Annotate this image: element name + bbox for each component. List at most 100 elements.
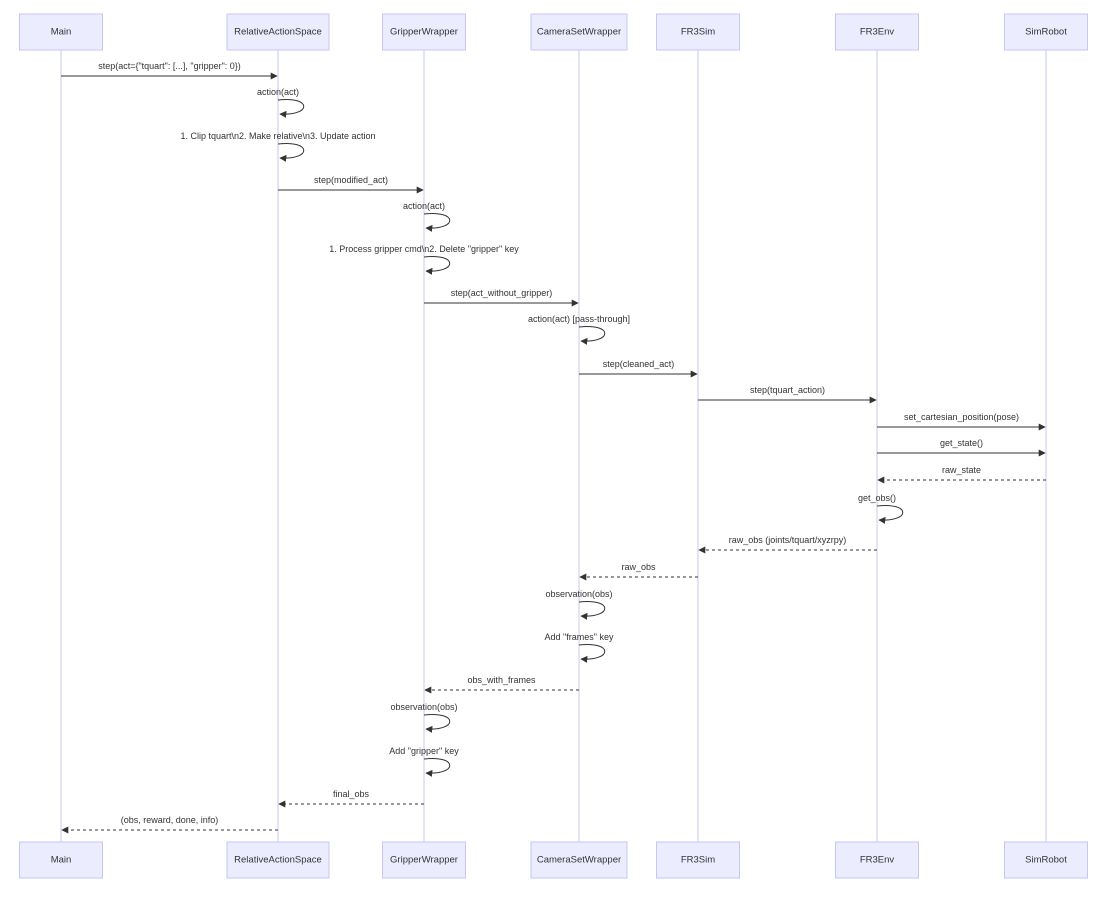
message-2: 1. Clip tquart\n2. Make relative\n3. Upd… bbox=[180, 131, 376, 162]
actor-csw-bottom: CameraSetWrapper bbox=[530, 841, 628, 879]
message-label: final_obs bbox=[333, 789, 370, 799]
actor-box bbox=[382, 841, 466, 879]
actor-ras-bottom: RelativeActionSpace bbox=[226, 841, 330, 879]
message-label: Add "gripper" key bbox=[389, 746, 459, 756]
actor-label: RelativeActionSpace bbox=[234, 855, 322, 866]
message-5: 1. Process gripper cmd\n2. Delete "gripp… bbox=[329, 244, 519, 275]
actor-label: CameraSetWrapper bbox=[537, 855, 621, 866]
self-message-arrow bbox=[578, 600, 606, 620]
self-message-arrow bbox=[423, 757, 451, 777]
actor-main-top: Main bbox=[19, 13, 103, 51]
message-label: raw_obs (joints/tquart/xyzrpy) bbox=[729, 535, 847, 545]
actor-fr3env-bottom: FR3Env bbox=[835, 841, 919, 879]
message-1: action(act) bbox=[257, 87, 305, 118]
actor-label: FR3Sim bbox=[681, 855, 715, 866]
self-message-arrow bbox=[277, 98, 305, 118]
actor-box bbox=[19, 13, 103, 51]
message-label: (obs, reward, done, info) bbox=[121, 815, 219, 825]
message-4: action(act) bbox=[403, 201, 451, 232]
self-message-arrow bbox=[423, 713, 451, 733]
lifelines bbox=[60, 50, 1047, 842]
actor-main-bottom: Main bbox=[19, 841, 103, 879]
message-label: set_cartesian_position(pose) bbox=[904, 412, 1019, 422]
self-message-arrow bbox=[423, 212, 451, 232]
message-label: step(cleaned_act) bbox=[603, 359, 675, 369]
messages: step(act={"tquart": [...], "gripper": 0}… bbox=[61, 61, 1046, 834]
actor-label: FR3Sim bbox=[681, 27, 715, 38]
self-message-arrow bbox=[876, 504, 904, 524]
message-3: step(modified_act) bbox=[278, 175, 424, 194]
message-label: observation(obs) bbox=[390, 702, 457, 712]
actor-fr3sim-top: FR3Sim bbox=[656, 13, 740, 51]
self-message-arrow bbox=[423, 255, 451, 275]
actor-box bbox=[656, 841, 740, 879]
actor-label: CameraSetWrapper bbox=[537, 27, 621, 38]
message-9: step(tquart_action) bbox=[698, 385, 877, 404]
self-message-arrow bbox=[578, 643, 606, 663]
actor-label: GripperWrapper bbox=[390, 27, 458, 38]
self-message-arrow bbox=[277, 142, 305, 162]
message-label: observation(obs) bbox=[545, 589, 612, 599]
message-label: get_state() bbox=[940, 438, 983, 448]
actor-box bbox=[530, 13, 628, 51]
actor-box bbox=[226, 841, 330, 879]
actor-box bbox=[835, 841, 919, 879]
message-7: action(act) [pass-through] bbox=[528, 314, 630, 345]
message-13: get_obs() bbox=[858, 493, 904, 524]
actor-simrobot-bottom: SimRobot bbox=[1004, 841, 1088, 879]
actor-box bbox=[382, 13, 466, 51]
actor-label: RelativeActionSpace bbox=[234, 27, 322, 38]
message-8: step(cleaned_act) bbox=[579, 359, 698, 378]
message-label: obs_with_frames bbox=[467, 675, 536, 685]
actor-label: Main bbox=[51, 27, 72, 38]
actor-gw-bottom: GripperWrapper bbox=[382, 841, 466, 879]
actor-box bbox=[656, 13, 740, 51]
message-label: action(act) bbox=[257, 87, 299, 97]
message-21: final_obs bbox=[278, 789, 424, 808]
message-label: raw_state bbox=[942, 465, 981, 475]
actor-simrobot-top: SimRobot bbox=[1004, 13, 1088, 51]
message-17: Add "frames" key bbox=[545, 632, 614, 663]
message-18: obs_with_frames bbox=[424, 675, 579, 694]
actors-bottom: Main RelativeActionSpace GripperWrapper Cam… bbox=[19, 841, 1088, 879]
actor-box bbox=[226, 13, 330, 51]
message-label: step(modified_act) bbox=[314, 175, 388, 185]
actor-fr3env-top: FR3Env bbox=[835, 13, 919, 51]
actor-ras-top: RelativeActionSpace bbox=[226, 13, 330, 51]
message-label: 1. Clip tquart\n2. Make relative\n3. Upd… bbox=[180, 131, 375, 141]
message-label: 1. Process gripper cmd\n2. Delete "gripp… bbox=[329, 244, 519, 254]
actor-label: GripperWrapper bbox=[390, 855, 458, 866]
message-label: step(act_without_gripper) bbox=[451, 288, 553, 298]
message-label: raw_obs bbox=[621, 562, 656, 572]
message-20: Add "gripper" key bbox=[389, 746, 459, 777]
message-label: step(act={"tquart": [...], "gripper": 0}… bbox=[98, 61, 241, 71]
message-14: raw_obs (joints/tquart/xyzrpy) bbox=[698, 535, 877, 554]
message-22: (obs, reward, done, info) bbox=[61, 815, 278, 834]
message-16: observation(obs) bbox=[545, 589, 613, 620]
actor-box bbox=[1004, 13, 1088, 51]
message-12: raw_state bbox=[877, 465, 1046, 484]
actor-gw-top: GripperWrapper bbox=[382, 13, 466, 51]
message-11: get_state() bbox=[877, 438, 1046, 457]
actor-box bbox=[530, 841, 628, 879]
message-10: set_cartesian_position(pose) bbox=[877, 412, 1046, 431]
message-label: Add "frames" key bbox=[545, 632, 614, 642]
actor-label: SimRobot bbox=[1025, 855, 1067, 866]
actor-label: FR3Env bbox=[860, 27, 895, 38]
actor-label: FR3Env bbox=[860, 855, 895, 866]
actor-csw-top: CameraSetWrapper bbox=[530, 13, 628, 51]
self-message-arrow bbox=[578, 325, 606, 345]
message-label: step(tquart_action) bbox=[750, 385, 825, 395]
actor-label: SimRobot bbox=[1025, 27, 1067, 38]
actor-fr3sim-bottom: FR3Sim bbox=[656, 841, 740, 879]
message-label: get_obs() bbox=[858, 493, 896, 503]
actor-box bbox=[19, 841, 103, 879]
actor-label: Main bbox=[51, 855, 72, 866]
actors-top: Main RelativeActionSpace GripperWrapper Cam… bbox=[19, 13, 1088, 51]
message-6: step(act_without_gripper) bbox=[424, 288, 579, 307]
message-label: action(act) [pass-through] bbox=[528, 314, 630, 324]
message-label: action(act) bbox=[403, 201, 445, 211]
actor-box bbox=[1004, 841, 1088, 879]
actor-box bbox=[835, 13, 919, 51]
